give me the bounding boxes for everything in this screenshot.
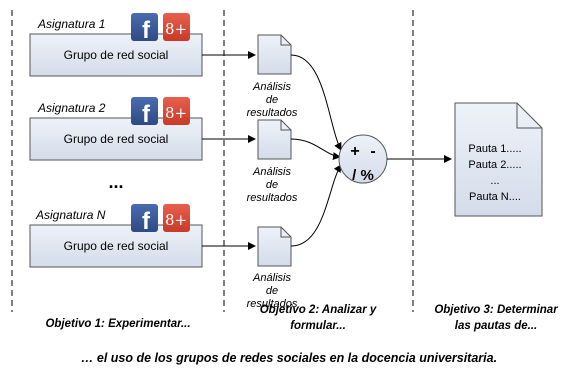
output-line-3: ... [490,175,499,187]
svg-text:8+: 8+ [165,20,187,38]
googleplus-icon: 8+ [163,13,190,41]
facebook-icon: f [131,204,158,235]
connector-analysis1-to-operator [290,54,342,151]
objective-1: Objetivo 1: Experimentar... [45,318,190,330]
subject-label: Asignatura 2 [37,101,106,115]
operator-node: + - / % [338,134,388,184]
analysis-doc-2 [257,119,292,160]
googleplus-icon: 8+ [163,204,190,232]
social-group-label: Grupo de red social [64,132,169,146]
analysis-label-n: Análisis de resultados [247,272,298,310]
subject-row-n: Asignatura N Grupo de red social f 8+ [29,204,203,268]
analysis-label-2: Análisis de resultados [247,166,298,204]
facebook-icon: f [131,97,158,128]
svg-text:f: f [142,208,151,235]
operator-ratio: / % [352,167,374,184]
output-line-1: Pauta 1..... [468,143,521,155]
subject-label: Asignatura 1 [37,17,105,31]
objective-3-line2: las pautas de... [455,320,537,332]
analysis-doc-1 [257,34,292,75]
social-group-label: Grupo de red social [64,48,169,62]
svg-text:resultados: resultados [247,107,298,119]
operator-minus: - [370,143,375,160]
objective-2-line2: formular... [290,320,346,332]
output-line-2: Pauta 2..... [468,159,521,171]
svg-text:de: de [266,94,278,106]
svg-text:de: de [266,285,278,297]
analysis-doc-n [257,226,292,267]
svg-text:resultados: resultados [247,192,298,204]
objective-3-line1: Objetivo 3: Determinar [434,304,558,316]
svg-text:resultados: resultados [247,298,298,310]
svg-text:Análisis: Análisis [252,81,291,93]
googleplus-icon: 8+ [163,97,190,125]
analysis-label-1: Análisis de resultados [247,81,298,119]
rows-ellipsis: ... [108,172,123,192]
facebook-icon: f [131,13,158,44]
output-doc: Pauta 1..... Pauta 2..... ... Pauta N...… [454,102,543,217]
svg-text:8+: 8+ [165,104,187,122]
objective-2-line1: Objetivo 2: Analizar y [260,304,377,316]
svg-text:8+: 8+ [165,211,187,229]
subject-label: Asignatura N [35,208,106,222]
connector-analysisn-to-operator [290,164,342,247]
svg-text:Análisis: Análisis [252,166,291,178]
output-line-4: Pauta N.... [469,191,521,203]
svg-text:f: f [142,17,151,44]
subject-row-1: Asignatura 1 Grupo de red social f 8+ [29,13,203,77]
svg-text:f: f [142,101,151,128]
connector-analysis2-to-operator [290,138,341,161]
svg-text:de: de [266,179,278,191]
social-group-label: Grupo de red social [64,239,169,253]
caption: … el uso de los grupos de redes sociales… [81,351,497,365]
svg-text:Análisis: Análisis [252,272,291,284]
subject-row-2: Asignatura 2 Grupo de red social f 8+ [29,97,203,161]
operator-plus: + [350,143,359,160]
